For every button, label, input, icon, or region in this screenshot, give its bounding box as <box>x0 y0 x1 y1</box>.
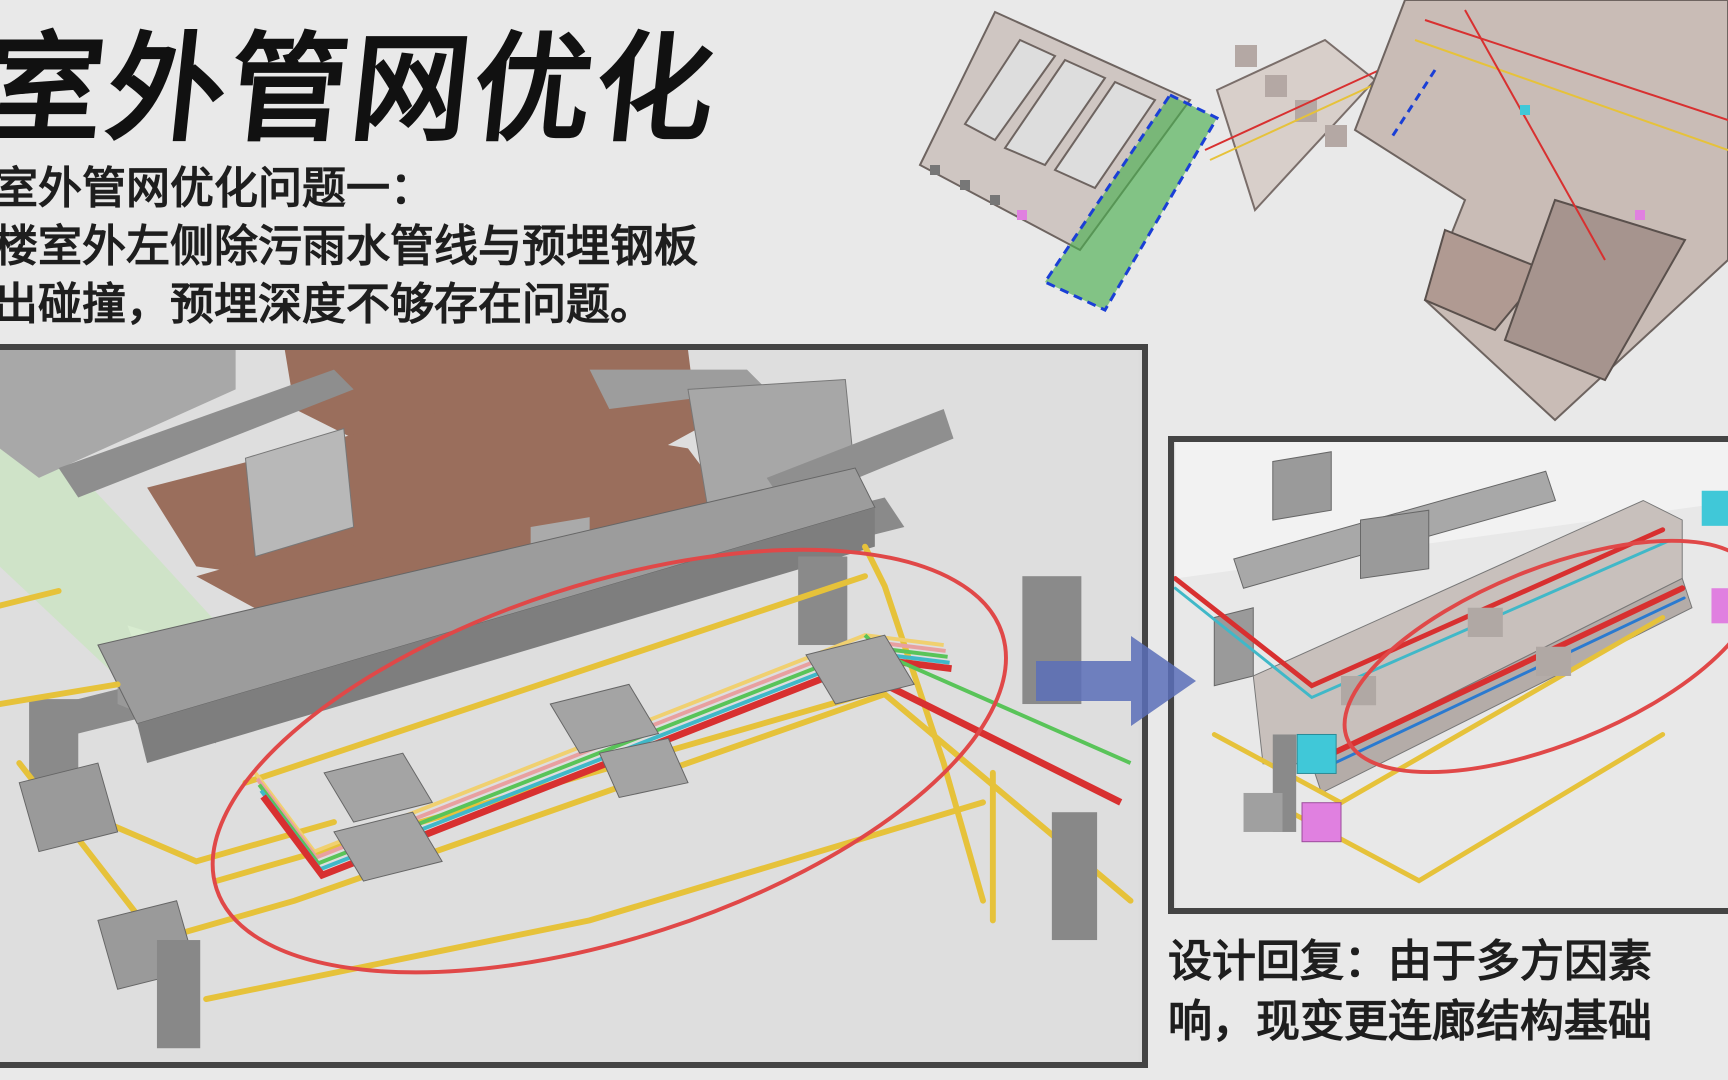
reply-line-2: 响，现变更连廊结构基础 <box>1168 996 1652 1047</box>
clash-ellipse <box>210 547 1008 975</box>
overview-building-right <box>1353 0 1728 422</box>
problem-line-1: 楼室外左侧除污雨水管线与预埋钢板 <box>0 221 698 272</box>
slide-title: 室外管网优化 <box>0 19 726 158</box>
problem-line-2: 出碰撞，预埋深度不够存在问题。 <box>0 279 654 330</box>
problem-description: 室外管网优化问题一： 楼室外左侧除污雨水管线与预埋钢板 出碰撞，预埋深度不够存在… <box>0 160 698 334</box>
main-clash-render <box>0 344 1148 1068</box>
detail-render <box>1168 436 1728 914</box>
design-reply: 设计回复：由于多方因素 响，现变更连廊结构基础 <box>1168 932 1652 1052</box>
detail-ellipse <box>1342 538 1728 775</box>
cyan-box <box>1296 733 1337 774</box>
foundation-pads <box>18 634 1098 1049</box>
right-arrow-icon <box>1036 636 1196 726</box>
site-overview-render <box>918 0 1728 422</box>
reply-line-1: 设计回复：由于多方因素 <box>1168 936 1652 987</box>
magenta-box <box>1301 802 1342 843</box>
corridor-beam <box>97 467 876 725</box>
highlight-zone <box>1042 93 1220 312</box>
detail-render-canvas <box>1174 442 1728 908</box>
problem-heading: 室外管网优化问题一： <box>0 163 434 214</box>
main-render-canvas <box>0 350 1139 1062</box>
